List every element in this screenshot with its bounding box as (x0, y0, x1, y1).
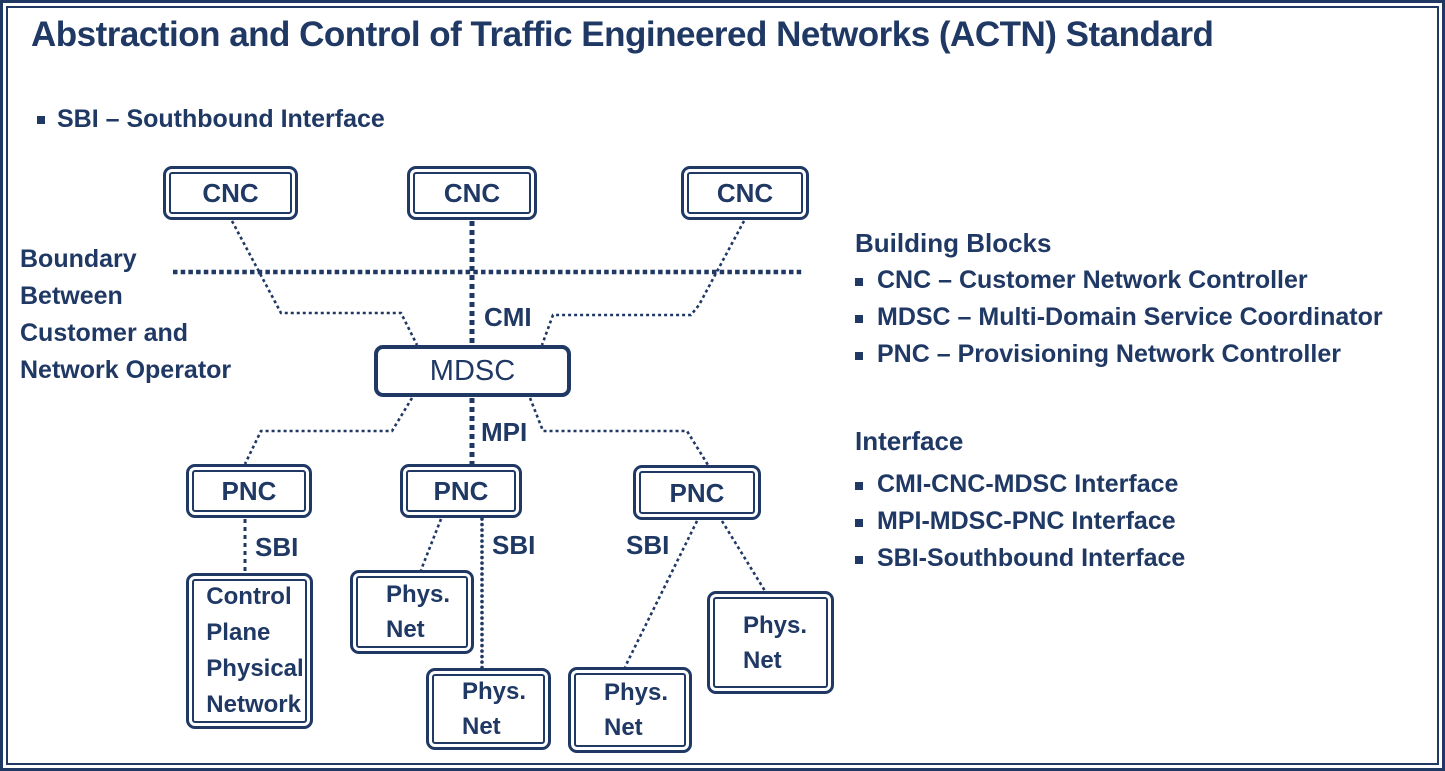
label-cmi: CMI (484, 302, 532, 332)
interface-item: MPI-MDSC-PNC Interface (855, 503, 1185, 540)
interface-title: Interface (855, 426, 964, 456)
bullet-icon (855, 277, 863, 286)
bullet-icon (855, 351, 863, 360)
interface-sbi: SBI-Southbound Interface (877, 544, 1186, 572)
node-physnet-d-label: Phys. Net (713, 597, 828, 688)
edge-mdsc-pnc1 (243, 397, 414, 465)
interface-panel: Interface CMI-CNC-MDSC Interface MPI-MDS… (855, 423, 1185, 577)
building-block-item: MDSC – Multi-Domain Service Coordinator (855, 299, 1383, 336)
node-physnet-a: Phys. Net (350, 570, 474, 654)
boundary-label: Boundary Between Customer and Network Op… (20, 245, 232, 384)
building-block-pnc: PNC – Provisioning Network Controller (877, 340, 1341, 368)
building-block-item: CNC – Customer Network Controller (855, 262, 1383, 299)
node-physnet-a-label: Phys. Net (356, 576, 468, 648)
node-control-plane-label: Control Plane Physical Network (192, 579, 307, 723)
node-pnc-2: PNC (400, 464, 522, 518)
edge-pnc2-physnet-a (419, 518, 443, 571)
interface-item: CMI-CNC-MDSC Interface (855, 466, 1185, 503)
edge-mdsc-pnc3 (528, 397, 710, 466)
bullet-icon (37, 115, 45, 124)
building-block-mdsc: MDSC – Multi-Domain Service Coordinator (877, 303, 1383, 331)
node-mdsc: MDSC (374, 345, 571, 397)
bullet-icon (855, 481, 863, 490)
node-cnc-2-label: CNC (413, 172, 531, 214)
label-sbi-right: SBI (626, 530, 670, 560)
node-control-plane: Control Plane Physical Network (186, 573, 313, 729)
sbi-note: SBI – Southbound Interface (37, 105, 385, 134)
node-pnc-1-label: PNC (192, 470, 306, 512)
node-pnc-3: PNC (633, 465, 761, 520)
label-sbi-left: SBI (255, 532, 299, 562)
edge-cnc3-mdsc (540, 220, 746, 346)
node-physnet-d: Phys. Net (707, 591, 834, 694)
node-cnc-1: CNC (163, 166, 298, 220)
sbi-note-text: SBI – Southbound Interface (57, 105, 385, 133)
node-physnet-c-label: Phys. Net (574, 673, 686, 747)
interface-mpi: MPI-MDSC-PNC Interface (877, 507, 1176, 535)
node-pnc-3-label: PNC (639, 471, 755, 514)
page-title: Abstraction and Control of Traffic Engin… (31, 15, 1214, 54)
bullet-icon (855, 518, 863, 527)
edge-pnc3-physnet-d (720, 520, 767, 592)
node-cnc-2: CNC (407, 166, 537, 220)
node-pnc-1: PNC (186, 464, 312, 518)
node-cnc-3: CNC (681, 166, 809, 220)
building-block-item: PNC – Provisioning Network Controller (855, 336, 1383, 373)
building-blocks-panel: Building Blocks CNC – Customer Network C… (855, 225, 1383, 373)
node-physnet-c: Phys. Net (568, 667, 692, 753)
interface-item: SBI-Southbound Interface (855, 540, 1185, 577)
building-blocks-title: Building Blocks (855, 228, 1052, 258)
bullet-icon (855, 555, 863, 564)
interface-cmi: CMI-CNC-MDSC Interface (877, 470, 1179, 498)
node-physnet-b-label: Phys. Net (432, 674, 545, 744)
node-physnet-b: Phys. Net (426, 668, 551, 750)
node-pnc-2-label: PNC (406, 470, 516, 512)
node-mdsc-label: MDSC (429, 355, 516, 387)
label-sbi-middle: SBI (492, 530, 536, 560)
node-cnc-3-label: CNC (687, 172, 803, 214)
bullet-icon (855, 314, 863, 323)
label-mpi: MPI (481, 417, 528, 447)
building-block-cnc: CNC – Customer Network Controller (877, 266, 1308, 294)
node-cnc-1-label: CNC (169, 172, 292, 214)
